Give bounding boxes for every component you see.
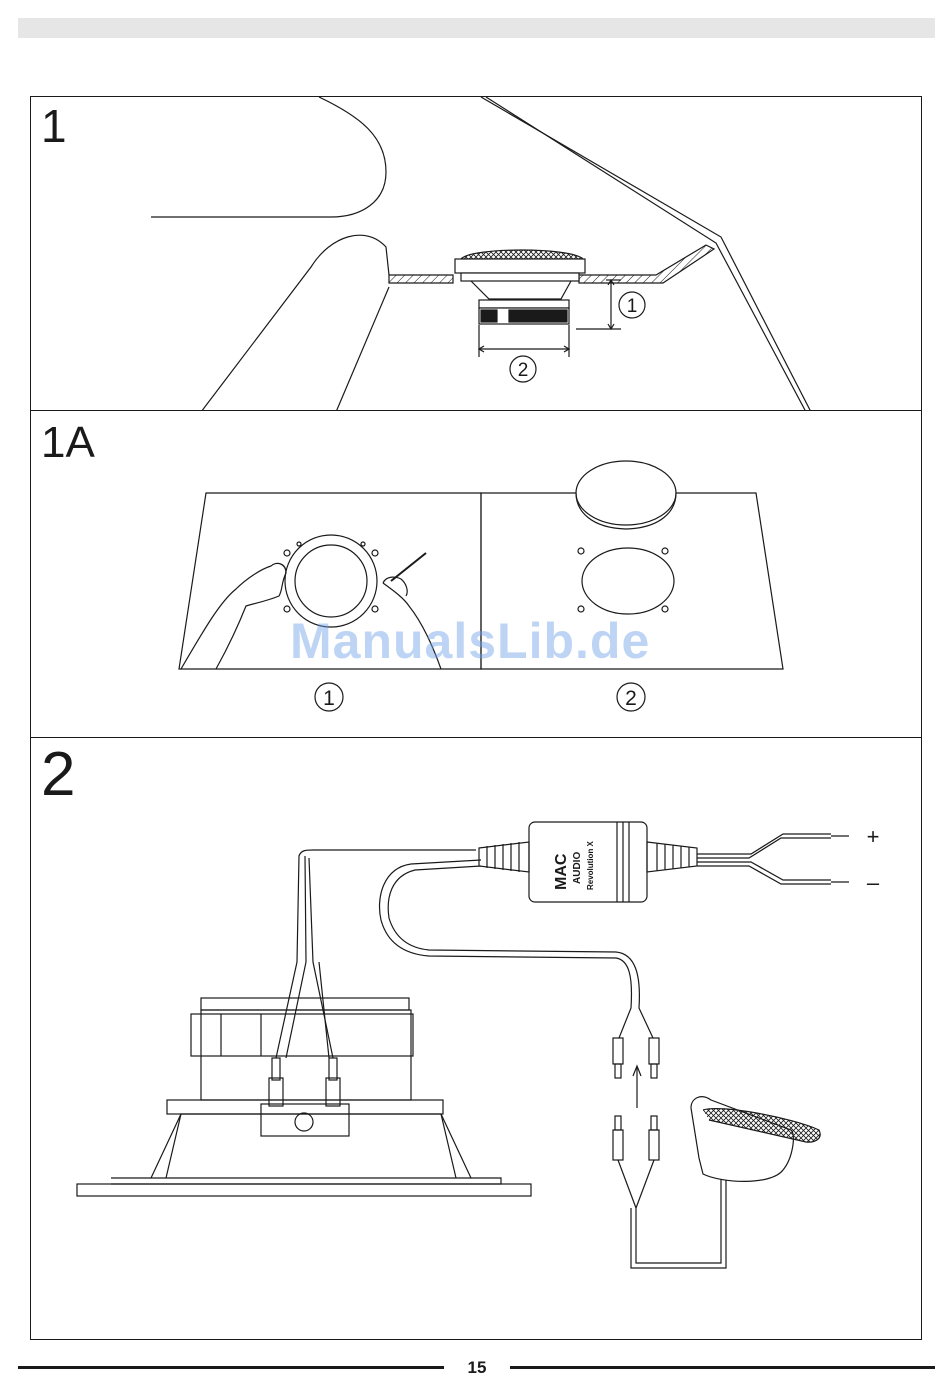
crossover-brand-sub: AUDIO bbox=[572, 852, 583, 884]
footer-rule-right bbox=[510, 1366, 935, 1369]
crossover-brand: MAC bbox=[553, 853, 570, 890]
door-mount-diagram: 1 2 bbox=[31, 97, 922, 411]
polarity-plus: + bbox=[867, 824, 880, 849]
wiring-diagram: + – MAC AUDIO Revolution X bbox=[31, 738, 922, 1340]
step-label: 1 bbox=[41, 103, 67, 149]
callout-2: 2 bbox=[518, 360, 529, 381]
cutout-template-diagram: 1 2 bbox=[31, 411, 922, 738]
crossover-model: Revolution X bbox=[586, 840, 595, 890]
polarity-minus: – bbox=[867, 870, 880, 895]
header-bar bbox=[18, 18, 935, 38]
callout-1: 1 bbox=[323, 687, 335, 710]
step-label: 2 bbox=[41, 744, 75, 806]
figure-panel-2: + – MAC AUDIO Revolution X 2 bbox=[30, 737, 922, 1340]
page-number: 15 bbox=[460, 1358, 494, 1378]
watermark: ManualsLib.de bbox=[290, 612, 650, 670]
callout-2: 2 bbox=[625, 687, 637, 710]
figure-panel-1a: 1 2 1A bbox=[30, 410, 922, 738]
step-label: 1A bbox=[41, 421, 95, 465]
figure-panel-1: 1 2 1 bbox=[30, 96, 922, 411]
footer-rule-left bbox=[18, 1366, 444, 1369]
callout-1: 1 bbox=[627, 296, 638, 317]
